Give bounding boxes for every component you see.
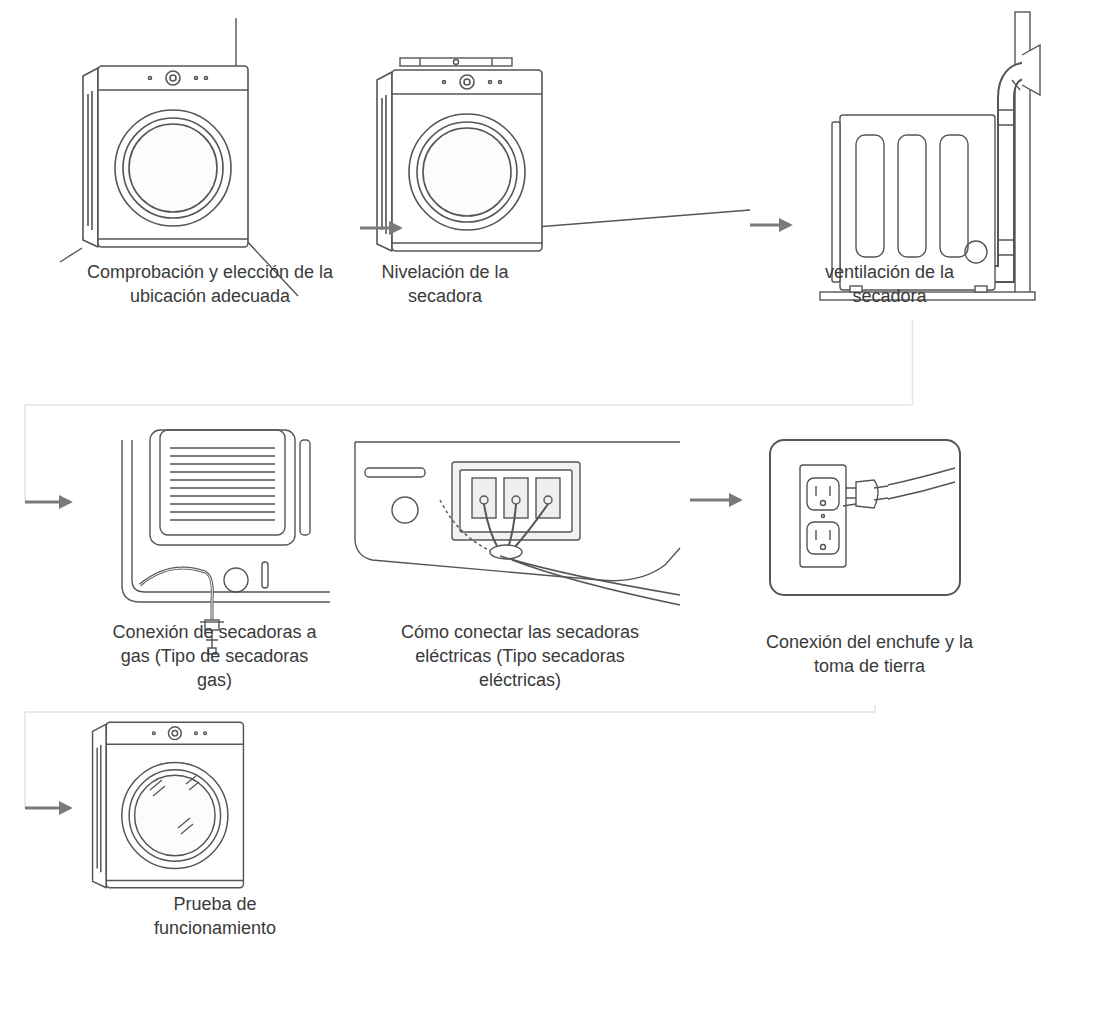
arrow-line <box>690 499 740 502</box>
arrow-line <box>750 224 790 227</box>
gas-connection-illustration <box>122 430 330 654</box>
step-caption: Prueba de funcionamiento <box>140 892 290 940</box>
flow-arrow <box>690 500 740 501</box>
arrow-line <box>25 807 70 810</box>
step-node: Cómo conectar las secadoras eléctricas (… <box>345 430 690 705</box>
step-caption: Conexión de secadoras a gas (Tipo de sec… <box>107 620 322 692</box>
electric-connection-illustration <box>355 442 680 605</box>
step-node: Comprobación y elección de la ubicación … <box>60 55 360 320</box>
step-caption: Conexión del enchufe y la toma de tierra <box>762 630 977 678</box>
step-node: ventilación de la secadora <box>790 15 1035 320</box>
plug-illustration <box>770 440 960 595</box>
arrow-line <box>25 501 70 504</box>
arrow-line <box>360 227 400 230</box>
venting-illustration <box>820 12 1040 300</box>
location-illustration <box>60 18 298 296</box>
step-node: Conexión del enchufe y la toma de tierra <box>740 430 1010 705</box>
flow-arrow <box>25 320 913 502</box>
step-node: Nivelación de la secadora <box>400 55 750 320</box>
arrow-route <box>25 320 913 502</box>
step-caption: Nivelación de la secadora <box>365 260 525 308</box>
step-caption: Comprobación y elección de la ubicación … <box>65 260 355 308</box>
step-caption: ventilación de la secadora <box>807 260 972 308</box>
flow-arrow <box>25 705 875 808</box>
step-caption: Cómo conectar las secadoras eléctricas (… <box>385 620 655 692</box>
arrow-route <box>25 705 875 808</box>
flow-arrow <box>360 228 400 229</box>
flow-arrow <box>750 225 790 226</box>
step-node: Prueba de funcionamiento <box>70 715 310 965</box>
leveling-illustration <box>377 58 750 251</box>
test-run-illustration <box>93 722 244 887</box>
step-node: Conexión de secadoras a gas (Tipo de sec… <box>70 430 335 705</box>
